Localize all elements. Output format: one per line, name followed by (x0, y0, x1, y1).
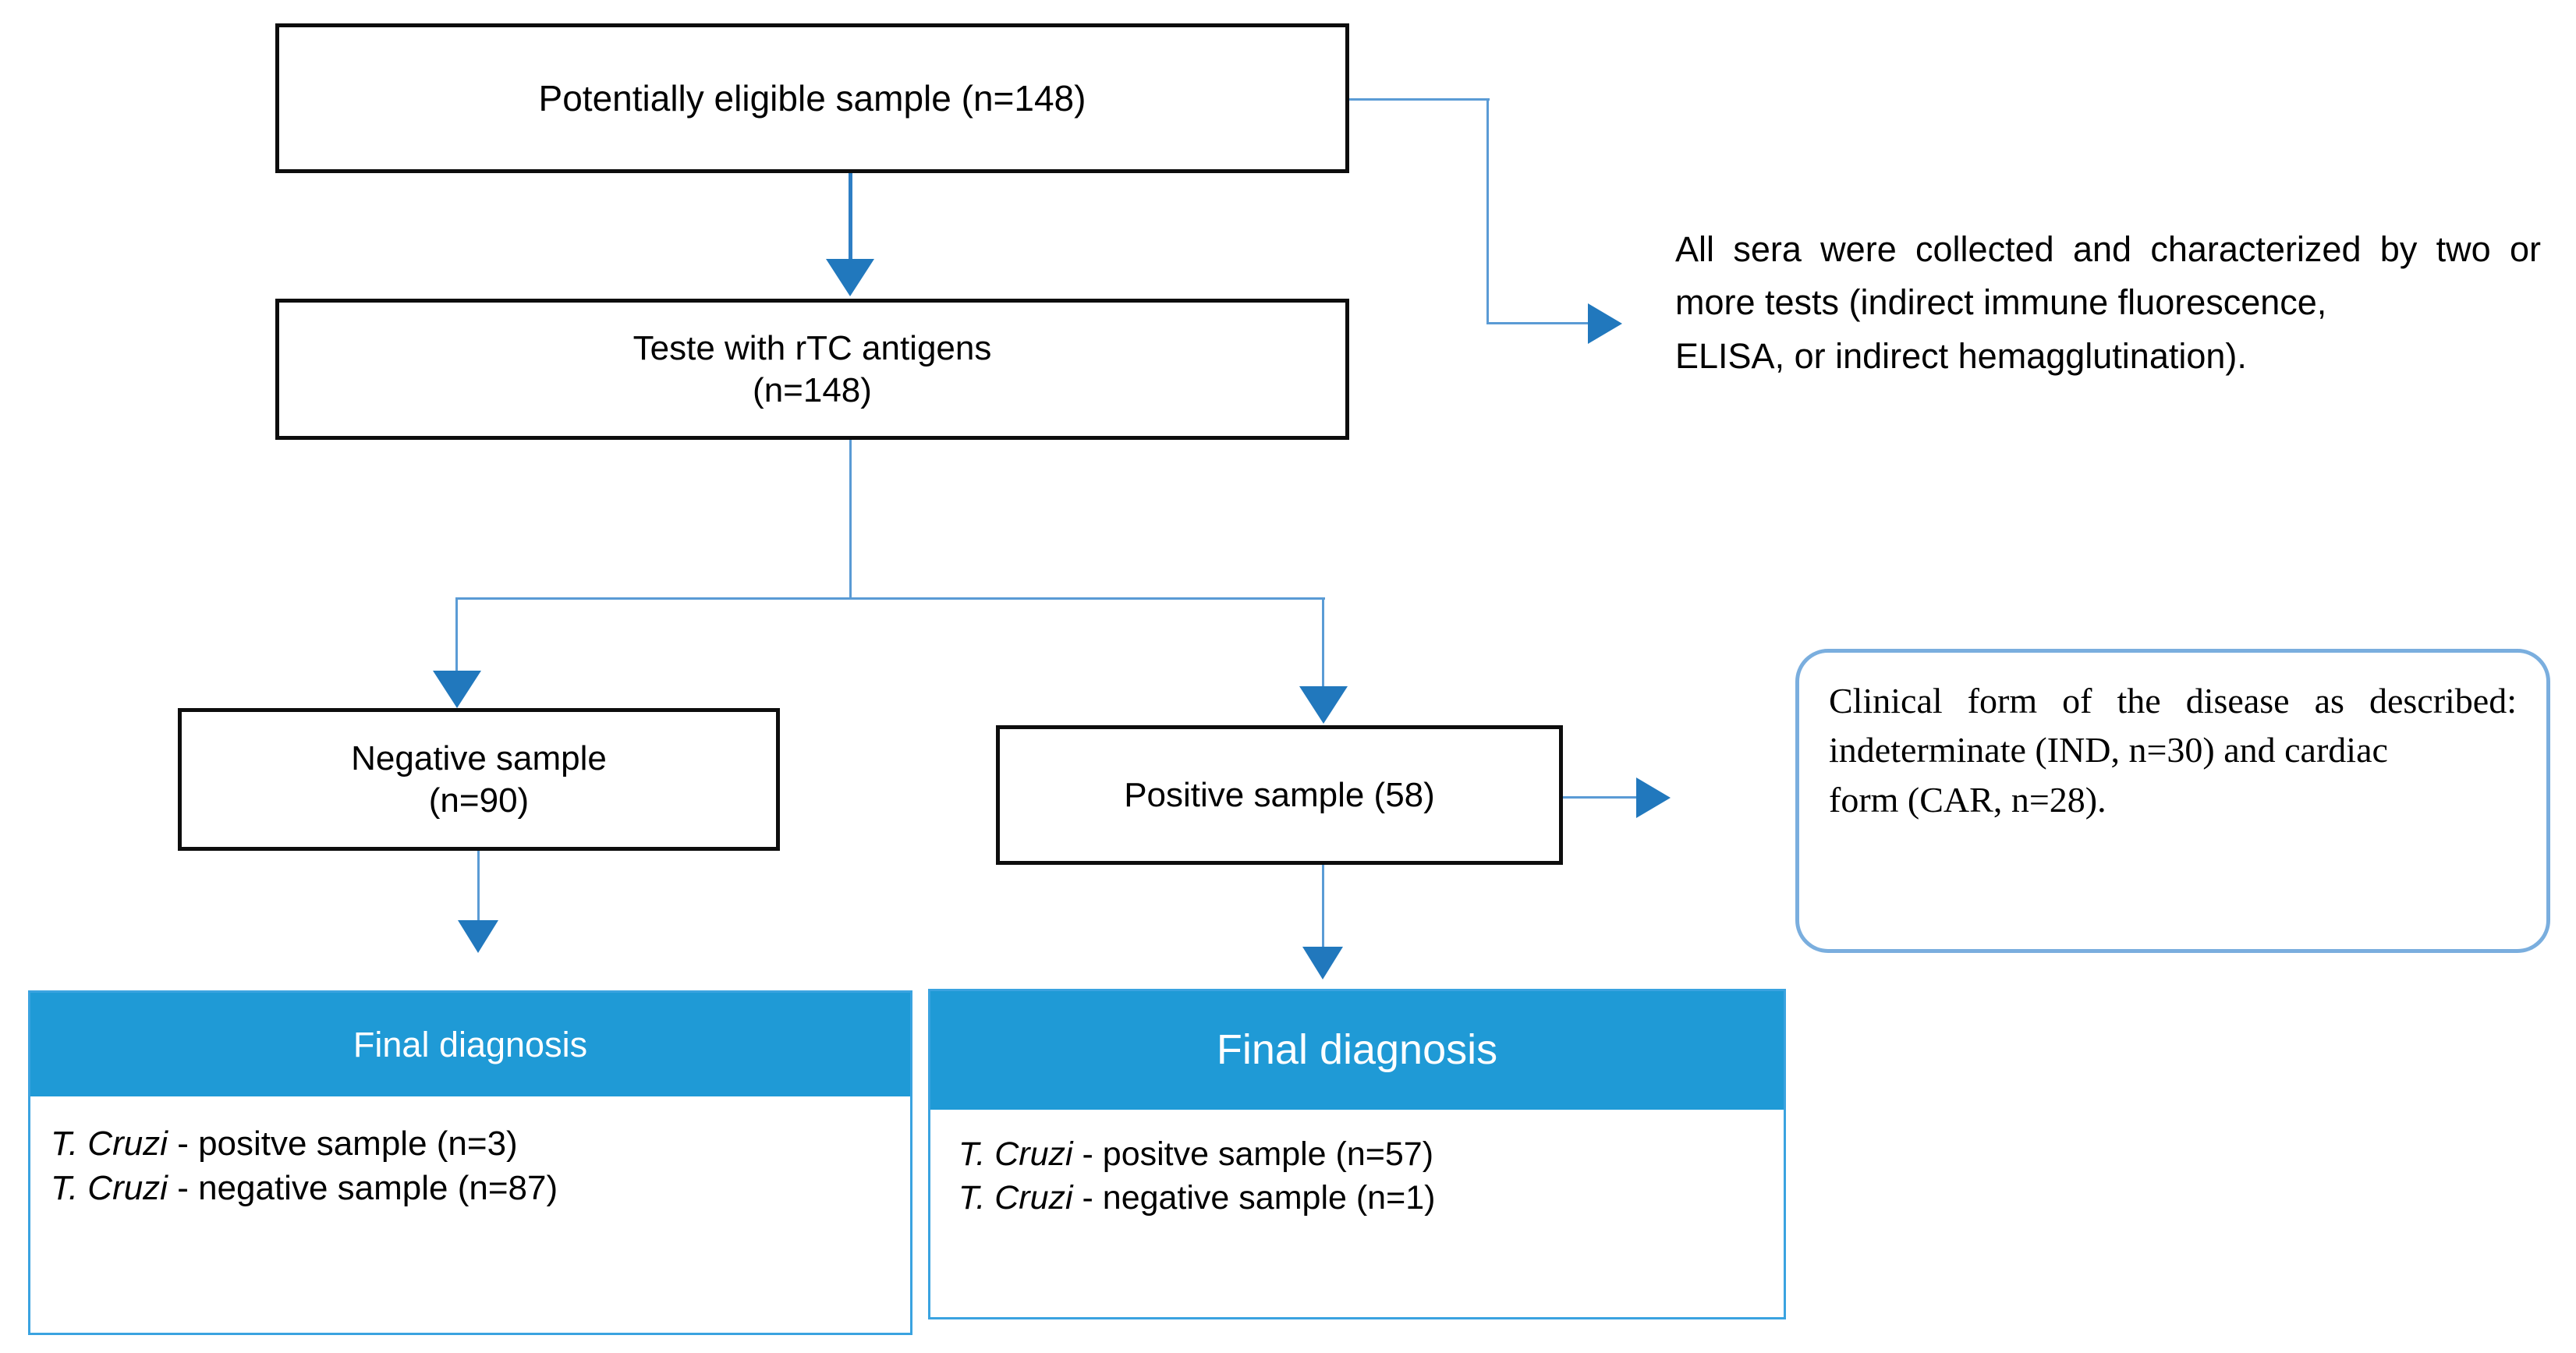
arrow-negative-to-left-card (458, 920, 498, 953)
node-eligible-line-1: Potentially eligible sample (n=148) (538, 77, 1086, 119)
card-right-row-1: T. Cruzi - positve sample (n=57) (958, 1133, 1784, 1177)
connector-eligible-to-tested-line (849, 173, 852, 265)
connector-split-to-positive (1322, 597, 1324, 691)
card-right-row-2-rest: - negative sample (n=1) (1072, 1178, 1436, 1217)
arrow-eligible-to-tested (826, 259, 874, 296)
card-left-row-2: T. Cruzi - negative sample (n=87) (51, 1166, 910, 1210)
card-right-header-label: Final diagnosis (1216, 1026, 1498, 1074)
connector-positive-to-right-card (1322, 864, 1324, 951)
connector-eligible-to-note-h2 (1486, 322, 1592, 324)
card-left-row-1: T. Cruzi - positve sample (n=3) (51, 1121, 910, 1166)
node-positive-sample[interactable]: Positive sample (58) (996, 725, 1563, 865)
annotation-sera-note-body: All sera were collected and characterize… (1675, 229, 2541, 323)
connector-tested-split-stem (849, 439, 852, 600)
card-right-header: Final diagnosis (930, 991, 1784, 1110)
node-tested-line-2: (n=148) (753, 370, 872, 409)
connector-tested-split-bar (455, 597, 1325, 600)
connector-eligible-to-note-v (1486, 98, 1489, 324)
card-right-row-1-rest: - positve sample (n=57) (1072, 1135, 1434, 1173)
connector-negative-to-left-card (477, 848, 480, 925)
node-negative-line-2: (n=90) (428, 781, 530, 820)
node-positive-line-1: Positive sample (58) (1124, 775, 1435, 814)
card-left-header: Final diagnosis (30, 993, 910, 1096)
arrow-positive-to-right-card (1302, 947, 1343, 979)
node-tested-with-rtc-antigens[interactable]: Teste with rTC antigens (n=148) (275, 299, 1349, 440)
card-left-row-1-species: T. Cruzi (51, 1125, 168, 1163)
card-right-row-2-species: T. Cruzi (958, 1178, 1073, 1217)
card-right-body: T. Cruzi - positve sample (n=57) T. Cruz… (930, 1110, 1784, 1317)
arrow-eligible-to-note (1588, 303, 1622, 344)
card-left-row-2-rest: - negative sample (n=87) (167, 1169, 558, 1208)
callout-last-line: form (CAR, n=28). (1829, 779, 2107, 820)
connector-split-to-negative (455, 597, 458, 675)
arrow-positive-to-callout (1636, 777, 1671, 818)
arrow-split-to-negative (433, 671, 481, 708)
card-right-row-2: T. Cruzi - negative sample (n=1) (958, 1177, 1784, 1220)
annotation-sera-note-last-line: ELISA, or indirect hemagglutination). (1675, 335, 2247, 376)
node-tested-line-1: Teste with rTC antigens (632, 328, 992, 367)
node-negative-line-1: Negative sample (351, 738, 607, 777)
node-negative-sample[interactable]: Negative sample (n=90) (178, 708, 780, 851)
card-final-diagnosis-positive[interactable]: Final diagnosis T. Cruzi - positve sampl… (928, 989, 1786, 1319)
annotation-sera-note: All sera were collected and characterize… (1675, 223, 2541, 383)
card-left-row-1-rest: - positve sample (n=3) (167, 1125, 518, 1163)
node-potentially-eligible-sample[interactable]: Potentially eligible sample (n=148) (275, 23, 1349, 173)
card-left-header-label: Final diagnosis (353, 1024, 588, 1064)
card-left-row-2-species: T. Cruzi (51, 1169, 168, 1208)
arrow-split-to-positive (1299, 686, 1348, 724)
card-left-body: T. Cruzi - positve sample (n=3) T. Cruzi… (30, 1096, 910, 1333)
card-final-diagnosis-negative[interactable]: Final diagnosis T. Cruzi - positve sampl… (28, 990, 912, 1335)
callout-body: Clinical form of the disease as describe… (1829, 681, 2517, 770)
card-right-row-1-species: T. Cruzi (958, 1135, 1073, 1173)
connector-eligible-to-note-h1 (1349, 98, 1490, 101)
annotation-clinical-form-callout: Clinical form of the disease as describe… (1795, 649, 2550, 953)
connector-positive-to-callout (1562, 796, 1640, 799)
